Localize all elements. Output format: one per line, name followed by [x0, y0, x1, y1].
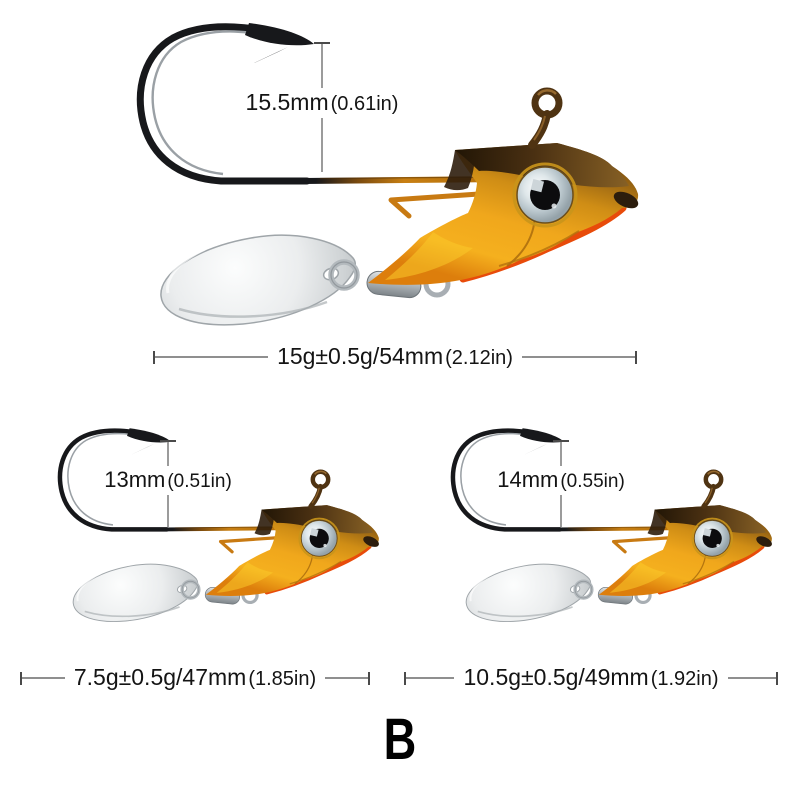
variant-letter: B	[383, 707, 417, 772]
measure-line	[727, 677, 776, 679]
variant-label: B	[0, 706, 800, 773]
weight-length-label-top: 15g±0.5g/54mm(2.12in)	[268, 343, 522, 371]
length-measure-top: 15g±0.5g/54mm(2.12in)	[153, 342, 637, 372]
measure-tick	[160, 440, 176, 442]
measure-end-tick	[404, 671, 406, 685]
hook-gap-measure-bottom-right: 14mm(0.55in)	[461, 440, 661, 527]
measure-line	[560, 442, 562, 466]
hook-gap-inches: (0.55in)	[560, 471, 625, 492]
measure-tick	[314, 42, 330, 44]
weight-length-value: 7.5g±0.5g/47mm	[73, 664, 247, 691]
hook-gap-value: 14mm	[497, 467, 559, 492]
hook-gap-value: 13mm	[104, 467, 166, 492]
hook-gap-measure-bottom-left: 13mm(0.51in)	[68, 440, 268, 527]
length-measure-bottom-left: 7.5g±0.5g/47mm(1.85in)	[20, 663, 371, 693]
measure-line	[155, 356, 269, 358]
hook-gap-label-bottom-right: 14mm(0.55in)	[497, 467, 625, 494]
measure-end-tick	[368, 671, 371, 685]
length-inches: (1.92in)	[650, 668, 719, 691]
measure-line	[321, 44, 323, 88]
measure-line	[321, 117, 323, 172]
measure-line	[167, 494, 169, 527]
hook-gap-label-top: 15.5mm(0.61in)	[246, 89, 399, 117]
hook-gap-inches: (0.51in)	[167, 471, 232, 492]
measure-line	[521, 356, 635, 358]
measure-end-tick	[153, 350, 155, 364]
measure-line	[406, 677, 455, 679]
measure-tick	[553, 440, 569, 442]
length-measure-bottom-right: 10.5g±0.5g/49mm(1.92in)	[404, 663, 778, 693]
measure-line	[167, 442, 169, 466]
hook-gap-label-bottom-left: 13mm(0.51in)	[104, 467, 232, 494]
weight-length-value: 15g±0.5g/54mm	[277, 343, 444, 370]
measure-end-tick	[776, 671, 778, 685]
measure-end-tick	[635, 350, 637, 364]
weight-length-label-bottom-left: 7.5g±0.5g/47mm(1.85in)	[65, 664, 325, 692]
length-inches: (1.85in)	[248, 668, 317, 691]
hook-gap-value: 15.5mm	[245, 89, 329, 115]
measure-line	[560, 494, 562, 527]
length-inches: (2.12in)	[445, 347, 513, 370]
measure-end-tick	[20, 671, 22, 685]
hook-gap-inches: (0.61in)	[330, 93, 399, 115]
hook-gap-measure-top: 15.5mm(0.61in)	[222, 42, 422, 172]
measure-line	[325, 677, 369, 679]
weight-length-value: 10.5g±0.5g/49mm	[463, 664, 649, 691]
weight-length-label-bottom-right: 10.5g±0.5g/49mm(1.92in)	[454, 664, 727, 692]
measure-line	[22, 677, 65, 679]
